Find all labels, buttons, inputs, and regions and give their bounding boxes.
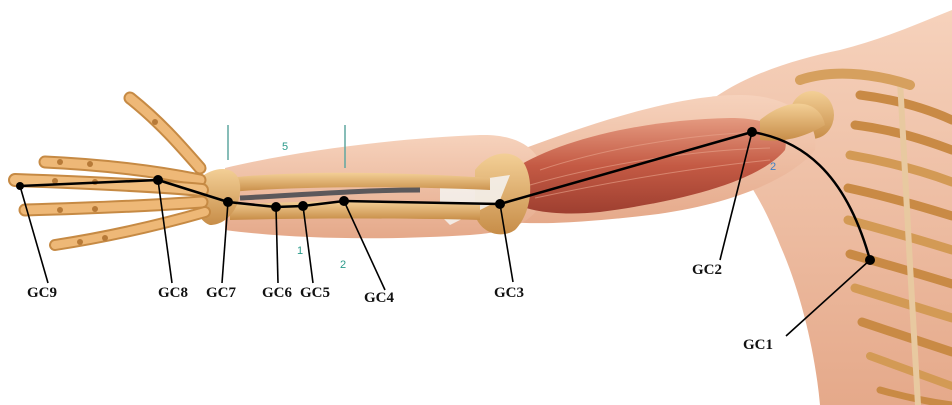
region-number-1: 1 xyxy=(297,245,303,257)
region-number-2-shoulder: 2 xyxy=(770,161,776,173)
label-gc5: GC5 xyxy=(300,285,330,301)
label-gc4: GC4 xyxy=(364,290,395,306)
label-gc6: GC6 xyxy=(262,285,293,301)
label-gc3: GC3 xyxy=(494,285,524,301)
label-gc1: GC1 xyxy=(743,337,773,353)
label-gc9: GC9 xyxy=(27,285,57,301)
label-gc8: GC8 xyxy=(158,285,188,301)
hand-bones xyxy=(15,98,205,245)
region-number-5: 5 xyxy=(282,141,288,153)
region-number-2: 2 xyxy=(340,259,346,271)
label-gc2: GC2 xyxy=(692,262,722,278)
label-gc7: GC7 xyxy=(206,285,237,301)
